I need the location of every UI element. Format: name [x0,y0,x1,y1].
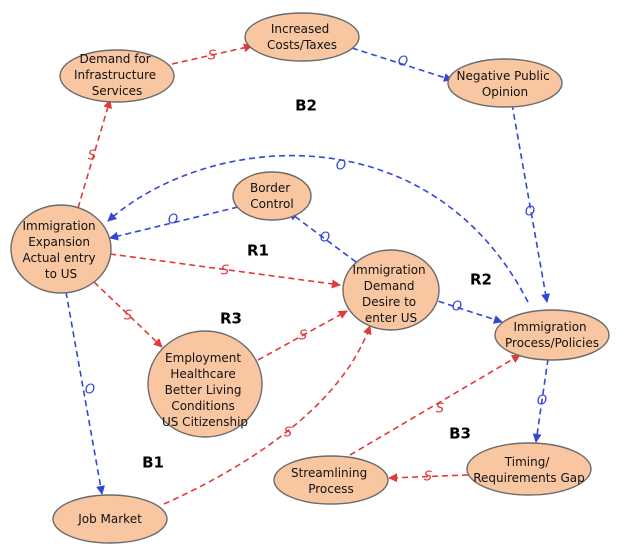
loop-label-r3: R3 [220,310,242,328]
link-job-market-to-demand [163,325,372,505]
node-label-line: Job Market [77,512,142,526]
svg-text:Employment Healthcare: Employment Healthcare Better Living Cond… [162,351,248,429]
svg-text:Border Control: Border Control [250,181,294,211]
link-infrastructure-to-costs [171,43,253,65]
svg-text:Immigration Demand: Immigration Demand Desire to enter US [353,263,430,325]
node-label-line: Desire to [362,295,416,309]
node-immigration-demand[interactable]: Immigration Demand Desire to enter US [342,249,440,331]
node-employment-healthcare[interactable]: Employment Healthcare Better Living Cond… [147,330,263,438]
link-expansion-to-demand [109,253,341,289]
link-border-to-expansion [109,206,239,241]
edges: S S O O O O O S S [65,43,551,505]
node-negative-public-opinion[interactable]: Negative Public Opinion [447,58,563,108]
link-polarity-label: O [168,213,178,228]
svg-text:Increased Costs/Taxes: Increased Costs/Taxes [267,22,337,52]
node-demand-for-infrastructure[interactable]: Demand for Infrastructure Services [59,49,175,103]
svg-text:Negative Public Opinio: Negative Public Opinion [456,69,553,99]
loop-label-b1: B1 [142,454,164,472]
link-polarity-label: S [88,149,96,164]
node-label-line: US Citizenship [162,415,248,429]
node-label-line: Immigration [514,320,587,334]
node-label-line: Services [92,84,143,98]
link-polarity-label: S [424,470,432,485]
node-label-line: Demand [364,279,415,293]
node-label-line: Immigration [23,219,96,233]
node-increased-costs-taxes[interactable]: Increased Costs/Taxes [244,12,360,62]
node-label-line: Timing/ [504,455,551,469]
node-immigration-process-policies[interactable]: Immigration Process/Policies [494,309,610,361]
svg-text:Job Market: Job Market [77,512,142,526]
link-process-to-timing [532,358,549,443]
svg-text:Streamlining Process: Streamlining Process [291,466,371,496]
svg-text:Immigration Process/Po: Immigration Process/Policies [505,320,599,350]
node-label-line: Streamlining [291,466,367,480]
loop-labels: B2 R1 R2 R3 B1 B3 [142,97,492,472]
node-label-line: enter US [365,311,417,325]
node-label-line: Conditions [171,399,235,413]
link-streamlining-to-process [349,354,521,456]
link-expansion-to-infrastructure [77,99,113,209]
node-label-line: Control [250,197,293,211]
link-demand-to-border [288,211,357,263]
node-label-line: Actual entry [23,251,96,265]
node-timing-requirements-gap[interactable]: Timing/ Requirements Gap [466,442,592,496]
node-label-line: Infrastructure [74,68,156,82]
link-costs-to-opinion [351,47,453,82]
link-employment-to-demand [257,310,348,361]
link-demand-to-process [409,291,503,324]
node-label-line: Costs/Taxes [267,38,337,52]
node-label-line: Expansion [28,235,90,249]
link-opinion-to-process [511,103,551,303]
node-label-line: Border [250,181,290,195]
node-label-line: Process/Policies [505,336,599,350]
link-polarity-label: O [398,55,408,70]
svg-text:Immigration Expansion: Immigration Expansion Actual entry to US [23,219,100,281]
link-process-to-expansion [107,154,529,303]
link-polarity-label: S [221,264,229,279]
link-expansion-to-job-market [65,291,106,495]
link-polarity-label: O [320,231,330,246]
loop-label-r2: R2 [470,271,492,289]
link-polarity-label: O [525,205,535,220]
node-job-market[interactable]: Job Market [52,494,168,544]
link-polarity-label: O [452,300,462,315]
node-border-control[interactable]: Border Control [232,171,312,221]
node-label-line: Requirements Gap [473,471,585,485]
link-polarity-label: S [299,329,307,344]
node-label-line: Immigration [353,263,426,277]
node-label-line: to US [45,267,77,281]
svg-text:Demand for Infrastruct: Demand for Infrastructure Services [74,52,160,98]
link-polarity-label: O [537,394,547,409]
link-expansion-to-employment [93,281,163,348]
node-label-line: Better Living [165,383,242,397]
link-polarity-label: S [436,402,444,417]
node-label-line: Employment [165,351,241,365]
link-timing-to-streamlining [388,473,469,483]
loop-label-b3: B3 [449,425,471,443]
loop-label-r1: R1 [247,242,269,260]
node-label-line: Healthcare [170,367,235,381]
node-label-line: Opinion [482,85,528,99]
nodes: Demand for Infrastructure Services Incre… [10,12,610,544]
node-label-line: Increased [271,22,329,36]
link-polarity-label: O [85,383,95,398]
svg-text:Timing/ Requirements G: Timing/ Requirements Gap [473,455,585,485]
node-immigration-expansion[interactable]: Immigration Expansion Actual entry to US [10,204,112,294]
link-polarity-label: O [336,159,346,174]
node-label-line: Process [308,482,354,496]
link-polarity-label: S [208,49,216,64]
node-label-line: Demand for [79,52,150,66]
link-polarity-label: S [124,309,132,324]
link-polarity-label: S [284,426,292,441]
node-label-line: Negative Public [456,69,549,83]
loop-label-b2: B2 [295,97,317,115]
node-streamlining-process[interactable]: Streamlining Process [273,455,389,505]
